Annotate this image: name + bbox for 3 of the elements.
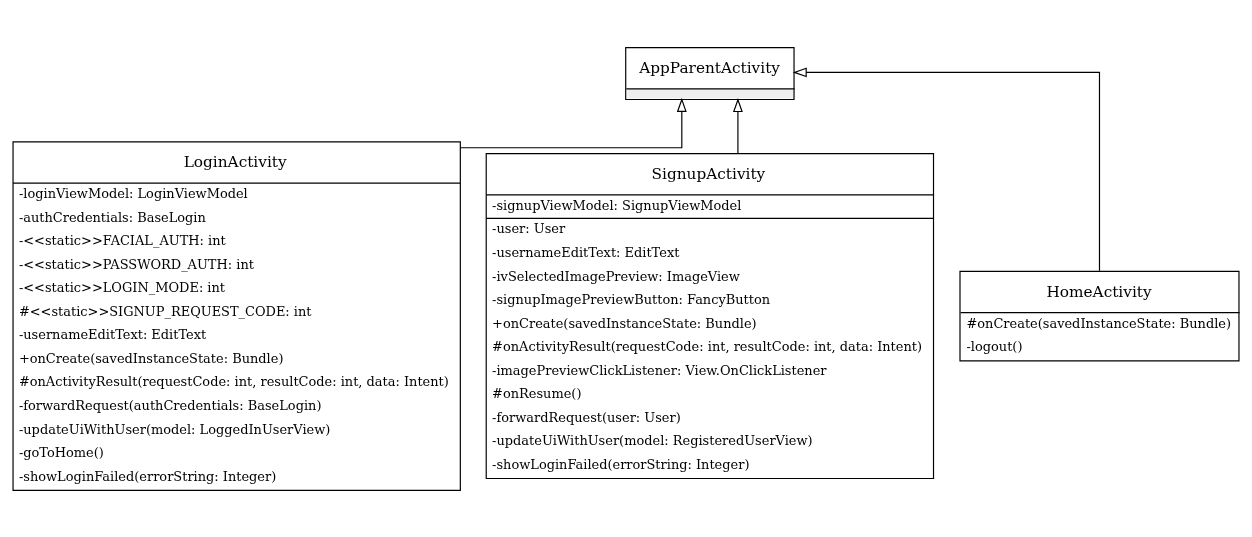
arrow (459, 97, 687, 148)
arrow (732, 97, 743, 154)
arrow (792, 66, 1101, 271)
